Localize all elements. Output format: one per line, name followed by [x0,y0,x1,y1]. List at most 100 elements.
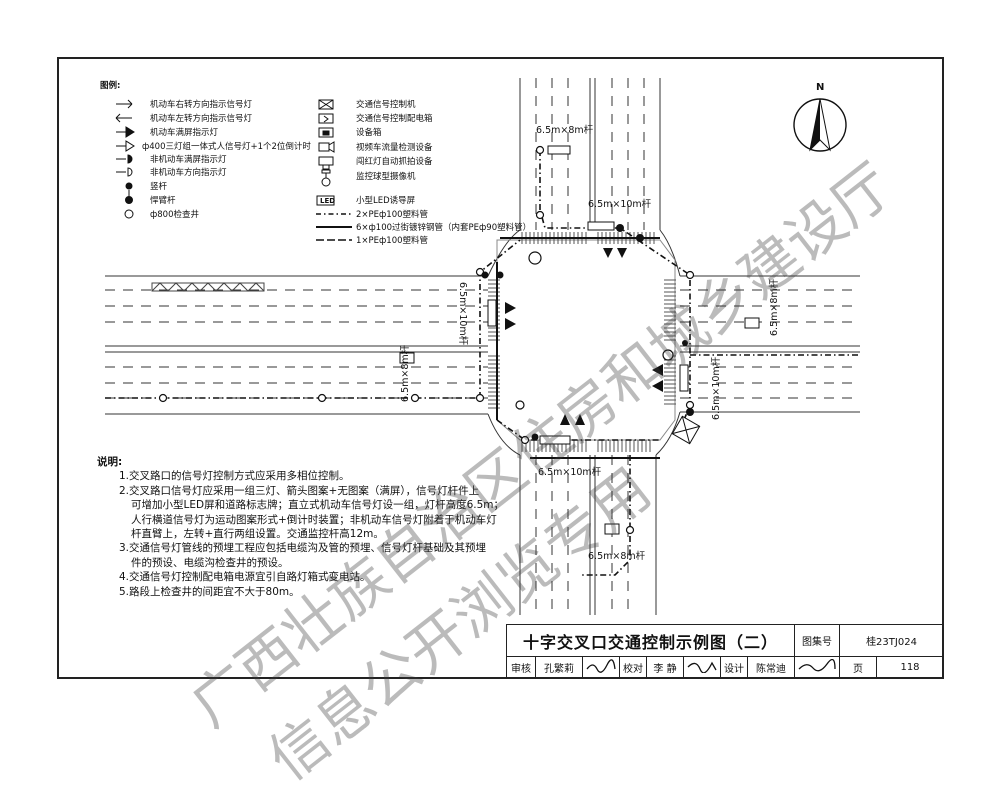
pole-label-south-main: 6.5m×10m杆 [538,467,602,478]
lane-arrow [652,380,663,392]
manhole [515,400,525,410]
dome-camera-icon [321,169,331,187]
note-line: 2.交叉路口信号灯应采用一组三灯、箭头图案+无图案（满屏），信号灯杆件上 [119,484,480,497]
notes-title: 说明: [97,456,123,468]
pole-label-west-small: 6.5m×8m杆 [400,344,411,402]
legend: 图例: [100,80,120,97]
lane-arrow [652,364,663,376]
full-screen-signal-icon [116,126,135,138]
note-line: 5.路段上检查井的间距宜不大于80m。 [119,585,300,598]
note-line: 件的预设、电缆沟检查井的预设。 [131,556,289,569]
pole-label-east-small: 6.5m×8m杆 [769,278,780,336]
pole-label-north-main: 6.5m×10m杆 [588,199,652,210]
crosswalk-east [664,279,676,405]
lane-arrow [575,414,585,425]
pole [682,340,688,346]
manhole [475,393,485,403]
manhole [625,525,635,535]
checker-name: 李 静 [646,656,684,679]
legend-title: 图例: [100,81,121,91]
legend-item: 机动车右转方向指示信号灯 [150,100,253,110]
note-line: 杆直臂上，左转+直行两组设置。交通监控杆高12m。 [131,528,384,541]
note-line: 人行横道信号灯为运动图案形式+倒计时装置；非机动车信号灯附着于机动车灯 [131,513,497,526]
manhole [685,400,695,410]
legend-item: 设备箱 [356,128,382,138]
equipment-box-icon [318,127,334,138]
reviewer-name: 孔繁莉 [535,656,583,679]
cantilever-pole-icon [125,190,133,204]
left-turn-signal-icon [115,113,132,123]
reviewer-signature [582,656,620,679]
lane-arrow [560,414,570,425]
note-line: 4.交通信号灯控制配电箱电源宜引自路灯箱式变电站。 [119,571,371,584]
review-label: 审核 [506,656,536,679]
legend-item: 竖杆 [150,182,168,192]
controller-legend-icon [318,99,334,110]
non-motor-full-signal-icon [116,154,133,164]
note-line: 1.交叉路口的信号灯控制方式应采用多相位控制。 [119,470,350,483]
pole-label-east-main: 6.5m×10m杆 [711,356,722,420]
red-light-camera-icon [318,156,334,170]
legend-item: 小型LED诱导屏 [356,196,416,206]
manhole [520,435,530,445]
controller-cabinet-icon [671,415,701,445]
lane-arrow [617,248,627,258]
pole [686,408,694,416]
flow-detector-icon [318,141,335,153]
manhole [685,270,695,280]
legend-item: 2×PEф100塑料管 [356,210,429,220]
legend-item: 机动车满屏指示灯 [150,128,219,138]
manhole [410,393,420,403]
legend-item: 视频车流量检测设备 [356,143,433,153]
legend-item: 非机动车满屏指示灯 [150,155,227,165]
title-block: 十字交叉口交通控制示例图（二） 图集号 桂23TJ024 审核 孔繁莉 校对 李… [506,624,944,679]
legend-item: 交通信号控制机 [356,100,416,110]
pedestrian-signal-icon [116,140,135,152]
designer-name: 陈常迪 [747,656,795,679]
manhole [535,210,545,220]
pole-label-north-top: 6.5m×8m杆 [536,125,594,136]
design-label: 设计 [720,656,748,679]
legend-item: ф800检查井 [150,210,199,220]
atlas-label: 图集号 [794,624,840,657]
manholes [158,145,695,535]
legend-item: 闯红灯自动抓拍设备 [356,157,433,167]
note-line: 3.交通信号灯管线的预埋工程应包括电缆沟及管的预埋、信号灯杆基础及其预埋 [119,542,487,555]
page-label: 页 [839,656,877,679]
legend-symbols [115,99,352,241]
manhole [528,251,542,265]
vertical-pole-icon [125,182,133,190]
pole [481,271,489,279]
led-screen-icon [316,195,335,206]
crosswalk-west [488,279,500,409]
legend-item: ф400三灯组一体式人信号灯+1个2位倒计时 [142,142,311,152]
drawing-title: 十字交叉口交通控制示例图（二） [506,624,795,657]
lane-arrow [505,302,516,314]
manhole [317,393,327,403]
right-turn-signal-icon [116,99,133,109]
pole [616,224,624,232]
pole-label-west-main: 6.5m×10m杆 [457,282,468,346]
manhole [158,393,168,403]
non-motor-direction-signal-icon [116,167,133,177]
north-arrow-icon [793,98,847,152]
manhole [535,145,545,155]
legend-item: 监控球型摄像机 [356,172,416,182]
checker-signature [683,656,721,679]
lane-arrow [603,248,613,258]
check-label: 校对 [619,656,647,679]
pole [531,433,539,441]
manhole [662,349,674,361]
distribution-box-icon [318,113,334,124]
atlas-number: 桂23TJ024 [839,624,944,657]
drawing-frame [57,57,944,679]
north-label: N [816,82,825,93]
legend-item: 机动车左转方向指示信号灯 [150,114,253,124]
legend-item: 非机动车方向指示灯 [150,168,227,178]
intersection-drawing [105,78,860,615]
note-line: 可增加小型LED屏和道路标志牌；直立式机动车信号灯设一组，灯杆高度6.5m； [131,499,504,512]
legend-item: 6×ф100过街镀锌钢管（内套PEф90塑料管） [356,223,532,233]
pole-label-south-bottom: 6.5m×8m杆 [588,551,646,562]
manhole-legend-icon [124,209,134,219]
pole [496,271,504,279]
